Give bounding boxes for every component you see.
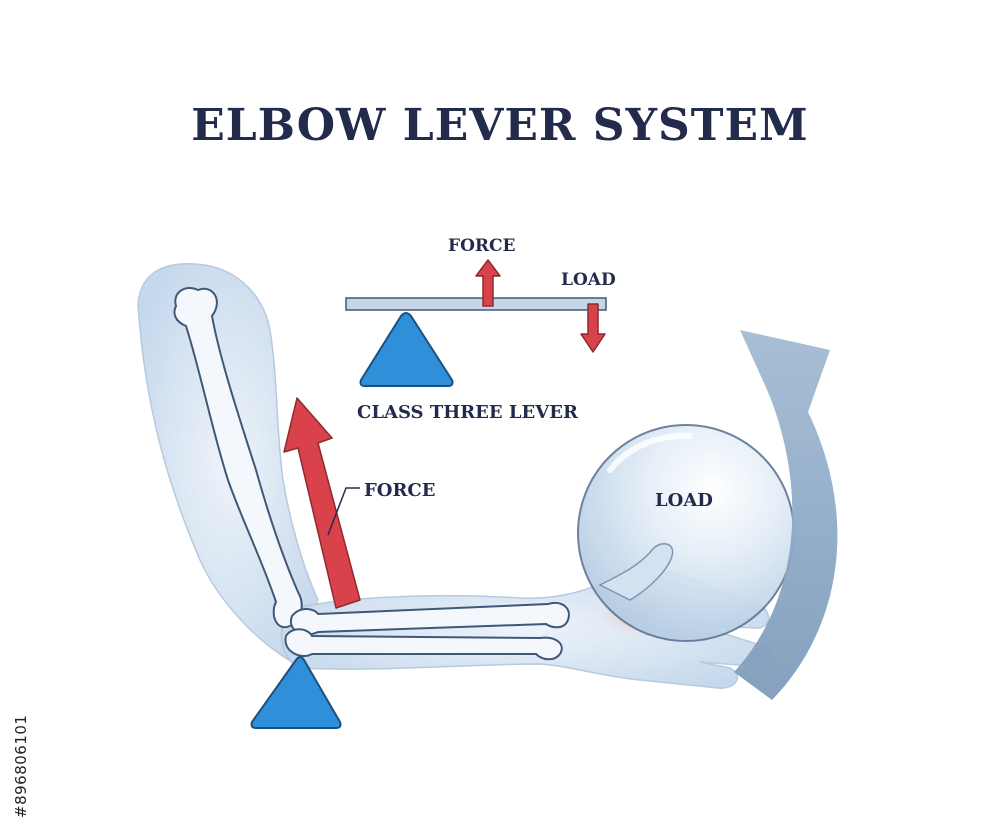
lever-load-label: LOAD <box>561 270 616 290</box>
ball-highlight <box>607 432 693 473</box>
lever-class-caption: CLASS THREE LEVER <box>357 402 578 423</box>
arm-force-label: FORCE <box>364 480 436 501</box>
arm-load-label: LOAD <box>655 490 713 511</box>
lever-force-arrow <box>475 259 501 307</box>
page-title: ELBOW LEVER SYSTEM <box>191 100 809 151</box>
lever-force-label: FORCE <box>448 236 516 256</box>
radius-bone <box>284 628 563 661</box>
elbow-fulcrum <box>250 656 342 729</box>
load-ball <box>577 424 795 642</box>
force-leader-line <box>327 487 360 536</box>
lever-load-arrow <box>580 303 606 353</box>
lever-beam <box>345 297 607 311</box>
rotation-arrow <box>734 330 838 700</box>
arm-force-arrow <box>283 397 361 609</box>
lever-fulcrum <box>359 312 454 387</box>
thumb <box>598 543 674 601</box>
stock-id-text: #896806101 <box>12 714 30 818</box>
